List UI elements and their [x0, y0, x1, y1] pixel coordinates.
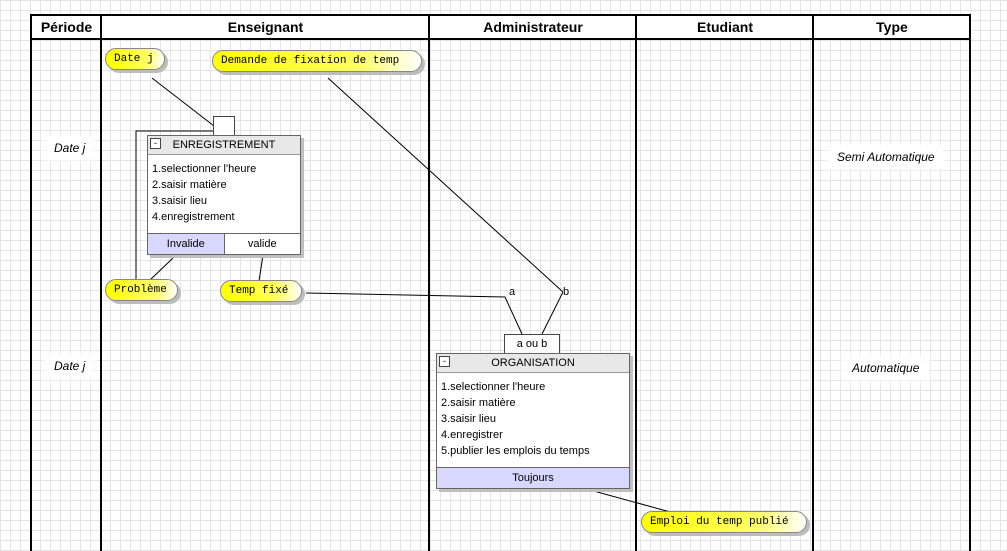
- process-step: 3.saisir lieu: [152, 195, 208, 207]
- process-step: 4.enregistrement: [152, 211, 235, 223]
- event-emploi-publie[interactable]: Emploi du temp publié: [641, 511, 807, 533]
- connector-label-a: a: [509, 286, 516, 298]
- lane-separator: [428, 14, 430, 551]
- lane-header-type: Type: [813, 14, 971, 40]
- connector-label-b: b: [563, 286, 570, 298]
- type-label-1: Semi Automatique: [831, 148, 941, 166]
- lane-separator: [635, 14, 637, 551]
- process-step: 1.selectionner l'heure: [441, 381, 546, 393]
- collapse-icon[interactable]: -: [150, 138, 161, 149]
- lane-separator: [969, 14, 971, 551]
- event-probleme[interactable]: Problème: [105, 279, 178, 301]
- collapse-icon[interactable]: -: [439, 356, 450, 367]
- process-enregistrement[interactable]: - ENREGISTREMENT 1.selectionner l'heure …: [147, 135, 301, 255]
- process-title: ENREGISTREMENT: [172, 139, 276, 151]
- sync-organisation: a ou b: [504, 334, 560, 354]
- event-demande-fixation[interactable]: Demande de fixation de temp: [212, 50, 422, 72]
- process-steps: 1.selectionner l'heure 2.saisir matière …: [437, 373, 629, 463]
- period-label-1: Date j: [48, 139, 92, 157]
- outcome-invalide[interactable]: Invalide: [148, 234, 225, 254]
- process-steps: 1.selectionner l'heure 2.saisir matière …: [148, 155, 300, 229]
- lane-header-periode: Période: [31, 14, 102, 40]
- lane-separator: [30, 14, 32, 551]
- process-organisation[interactable]: - ORGANISATION 1.selectionner l'heure 2.…: [436, 353, 630, 489]
- process-header: - ORGANISATION: [437, 354, 629, 373]
- connector-toujours-to-emploi: [589, 489, 675, 514]
- outcome-valide[interactable]: valide: [247, 238, 277, 250]
- process-step: 2.saisir matière: [152, 179, 227, 191]
- event-temp-fixe[interactable]: Temp fixé: [220, 280, 302, 302]
- lane-separator: [100, 14, 102, 551]
- period-label-2: Date j: [48, 357, 92, 375]
- lane-header-etudiant: Etudiant: [636, 14, 814, 40]
- process-step: 2.saisir matière: [441, 397, 516, 409]
- process-header: - ENREGISTREMENT: [148, 136, 300, 155]
- process-outcomes: Toujours: [437, 467, 629, 488]
- lane-separator: [812, 14, 814, 551]
- connector-probleme-to-sync: [135, 130, 214, 282]
- process-title: ORGANISATION: [491, 357, 575, 369]
- connector-valide-to-tempfixe: [258, 254, 264, 282]
- connector-invalide-to-probleme: [149, 257, 174, 281]
- type-label-2: Automatique: [846, 359, 926, 377]
- connector-datej-to-sync: [151, 77, 215, 127]
- process-step: 4.enregistrer: [441, 429, 503, 441]
- event-date-j[interactable]: Date j: [105, 48, 165, 70]
- lane-header-administrateur: Administrateur: [429, 14, 637, 40]
- process-outcomes: Invalide valide: [148, 233, 300, 254]
- process-step: 3.saisir lieu: [441, 413, 497, 425]
- lane-header-enseignant: Enseignant: [101, 14, 430, 40]
- process-step: 1.selectionner l'heure: [152, 163, 257, 175]
- connector-tempfixe-to-sync-a: [305, 292, 523, 335]
- outcome-toujours[interactable]: Toujours: [437, 468, 629, 488]
- process-step: 5.publier les emplois du temps: [441, 445, 590, 457]
- sync-enregistrement: [213, 116, 235, 136]
